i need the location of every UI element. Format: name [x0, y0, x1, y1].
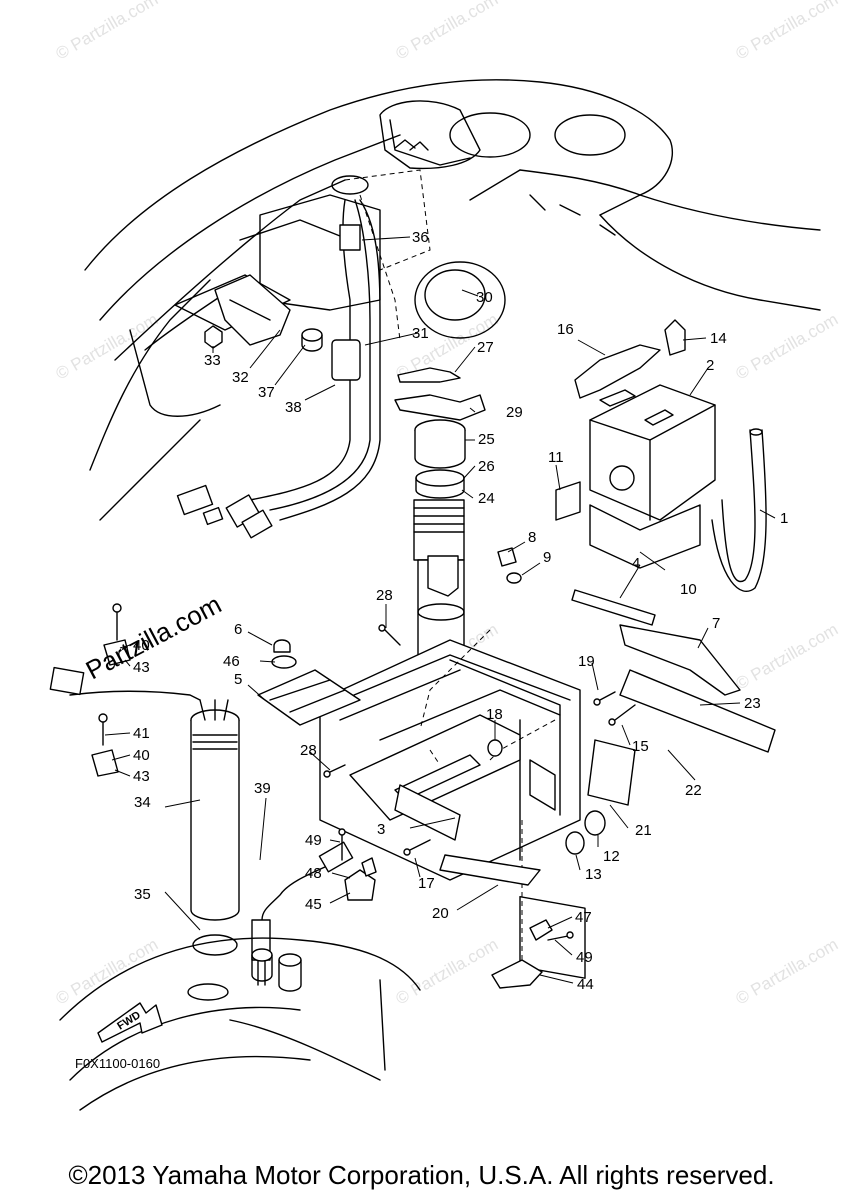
callout-38: 38 — [285, 399, 302, 416]
temp-sensor — [251, 841, 354, 986]
callout-28: 28 — [376, 587, 393, 604]
callout-37: 37 — [258, 384, 275, 401]
watermark: © Partzilla.com — [53, 0, 162, 63]
filler-neck — [413, 419, 466, 681]
callout-7: 7 — [712, 615, 720, 632]
callout-29: 29 — [506, 404, 523, 421]
callout-11: 11 — [548, 449, 564, 466]
callout-10: 10 — [680, 581, 697, 598]
callout-31: 31 — [412, 325, 429, 342]
top-left-hardware — [204, 274, 323, 352]
callout-45: 45 — [305, 896, 322, 913]
callout-28: 28 — [300, 742, 317, 759]
callout-39: 39 — [254, 780, 271, 797]
callout-43: 43 — [133, 659, 150, 676]
callout-40: 40 — [133, 637, 150, 654]
callout-24: 24 — [478, 490, 495, 507]
forward-arrow: FWD — [97, 1002, 163, 1043]
callout-1: 1 — [780, 510, 788, 527]
callout-13: 13 — [585, 866, 602, 883]
callout-46: 46 — [223, 653, 240, 670]
callout-25: 25 — [478, 431, 495, 448]
callout-44: 44 — [577, 976, 594, 993]
callout-18: 18 — [486, 706, 503, 723]
callout-36: 36 — [412, 229, 429, 246]
watermark: © Partzilla.com — [733, 620, 842, 694]
wire-harness — [176, 199, 381, 539]
battery-tray — [257, 629, 586, 979]
callout-32: 32 — [232, 369, 249, 386]
callout-33: 33 — [204, 352, 221, 369]
callout-22: 22 — [685, 782, 702, 799]
fuel-sender — [49, 666, 240, 921]
callout-12: 12 — [603, 848, 620, 865]
callout-6: 6 — [234, 621, 242, 638]
callout-26: 26 — [478, 458, 495, 475]
callout-40: 40 — [133, 747, 150, 764]
callout-15: 15 — [632, 738, 649, 755]
callout-21: 21 — [635, 822, 652, 839]
callout-49: 49 — [305, 832, 322, 849]
callout-20: 20 — [432, 905, 449, 922]
callout-17: 17 — [418, 875, 435, 892]
watermark: © Partzilla.com — [733, 935, 842, 1009]
battery-assembly — [555, 319, 767, 593]
copyright-notice: ©2013 Yamaha Motor Corporation, U.S.A. A… — [68, 1160, 775, 1190]
callout-16: 16 — [557, 321, 574, 338]
brackets-27-29 — [394, 367, 486, 421]
callout-30: 30 — [476, 289, 493, 306]
fuel-tank — [59, 934, 421, 1111]
leader-lines — [104, 236, 776, 984]
brand-overlay: Partzilla.com — [81, 589, 226, 685]
callout-35: 35 — [134, 886, 151, 903]
callout-numbers: 1 2 3 4 5 6 7 8 9 10 11 12 13 14 15 16 1… — [133, 229, 788, 993]
hardware-small — [91, 547, 699, 989]
callout-19: 19 — [578, 653, 595, 670]
watermark: © Partzilla.com — [393, 0, 502, 63]
watermark: © Partzilla.com — [733, 0, 842, 63]
watermark: © Partzilla.com — [53, 935, 162, 1009]
callout-9: 9 — [543, 549, 551, 566]
callout-5: 5 — [234, 671, 242, 688]
diagram-code: F0X1100-0160 — [75, 1056, 160, 1071]
callout-47: 47 — [575, 909, 592, 926]
callout-4: 4 — [632, 555, 640, 572]
callout-41: 41 — [133, 725, 150, 742]
callout-3: 3 — [377, 821, 385, 838]
callout-43: 43 — [133, 768, 150, 785]
callout-48: 48 — [305, 865, 322, 882]
watermark: © Partzilla.com — [53, 310, 162, 384]
callout-2: 2 — [706, 357, 714, 374]
callout-8: 8 — [528, 529, 536, 546]
callout-27: 27 — [477, 339, 494, 356]
watermark: © Partzilla.com — [393, 935, 502, 1009]
callout-23: 23 — [744, 695, 761, 712]
watermark: © Partzilla.com — [733, 310, 842, 384]
callout-14: 14 — [710, 330, 727, 347]
pads — [439, 589, 776, 886]
callout-34: 34 — [134, 794, 151, 811]
callout-49: 49 — [576, 949, 593, 966]
